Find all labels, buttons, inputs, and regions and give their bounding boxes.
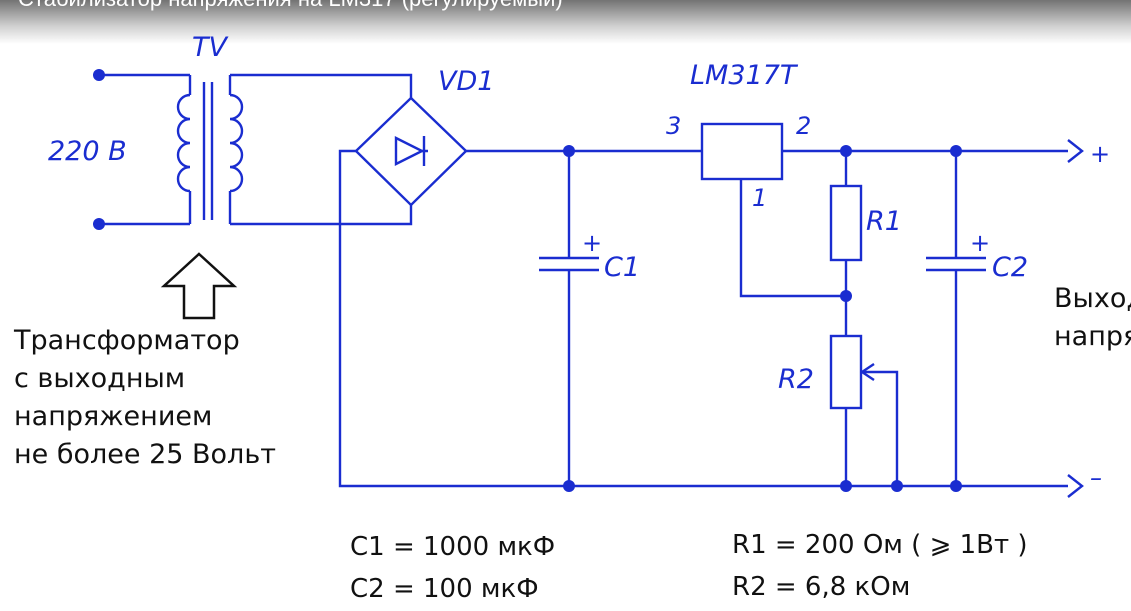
out-minus-label: –	[1090, 464, 1102, 492]
input-terminal-top	[93, 69, 105, 81]
transformer-label: TV	[192, 32, 229, 63]
r2-wiper-wire	[862, 370, 899, 486]
r1-label: R1	[866, 206, 902, 237]
transformer-note-line: Трансформатор	[14, 325, 240, 356]
c2-label: C2	[992, 252, 1028, 283]
transformer-note: Трансформатор с выходным напряжением не …	[14, 322, 276, 474]
junction-wiper	[891, 480, 903, 492]
c1-polarity: +	[582, 229, 602, 257]
c2-polarity: +	[970, 229, 990, 257]
secondary-wire-bottom	[230, 205, 413, 226]
c1-label: C1	[604, 252, 640, 283]
input-terminal-bottom	[93, 218, 105, 230]
resistor-r1	[829, 184, 863, 262]
spec-r2: R2 = 6,8 кОм	[732, 572, 911, 602]
capacitor-c2	[926, 151, 986, 486]
junction-r2-bottom	[840, 480, 852, 492]
regulator-label: LM317T	[690, 60, 799, 91]
pin-adj-label: 1	[752, 184, 767, 212]
output-note-line: напряжение	[1054, 321, 1131, 352]
junction-r1-top	[840, 145, 852, 157]
transformer-note-line: не более 25 Вольт	[14, 439, 276, 470]
potentiometer-r2	[829, 334, 863, 410]
junction-c2-bottom	[950, 480, 962, 492]
regulator-lm317t	[700, 122, 784, 181]
input-voltage-label: 220 В	[48, 136, 127, 167]
pin-out-label: 2	[796, 112, 811, 140]
adjust-wire	[739, 179, 846, 298]
diode-bridge-vd1	[354, 96, 468, 207]
secondary-wire-top	[230, 73, 413, 98]
output-note-clip: Выходное напряжение	[1050, 280, 1131, 360]
out-plus-arrow	[1067, 139, 1084, 163]
output-note-line: Выходное	[1054, 283, 1131, 314]
spec-r1: R1 = 200 Ом ( ⩾ 1Вт )	[732, 530, 1028, 560]
r2-wiper-arrow	[859, 363, 875, 381]
spec-c1: C1 = 1000 мкФ	[350, 532, 556, 562]
capacitor-c1	[539, 151, 599, 486]
transformer-note-line: напряжением	[14, 401, 213, 432]
transformer-note-line: с выходным	[14, 363, 186, 394]
bridge-label: VD1	[438, 66, 494, 97]
video-title: Стабилизатор напряжения на LM317 (регули…	[18, 0, 563, 12]
r2-label: R2	[778, 364, 814, 395]
spec-c2: C2 = 100 мкФ	[350, 574, 539, 604]
pin-in-label: 3	[666, 112, 681, 140]
out-minus-arrow	[1067, 474, 1084, 498]
video-title-bar: Стабилизатор напряжения на LM317 (регули…	[0, 0, 1131, 44]
junction-adjust	[840, 290, 852, 302]
transformer-tv	[176, 75, 244, 224]
up-arrow-icon	[160, 252, 238, 320]
out-plus-label: +	[1090, 140, 1110, 168]
junction-c1-bottom	[563, 480, 575, 492]
output-note: Выходное напряжение	[1054, 280, 1131, 356]
junction-c1-top	[563, 145, 575, 157]
junction-c2-top	[950, 145, 962, 157]
ground-rail	[338, 149, 1068, 488]
